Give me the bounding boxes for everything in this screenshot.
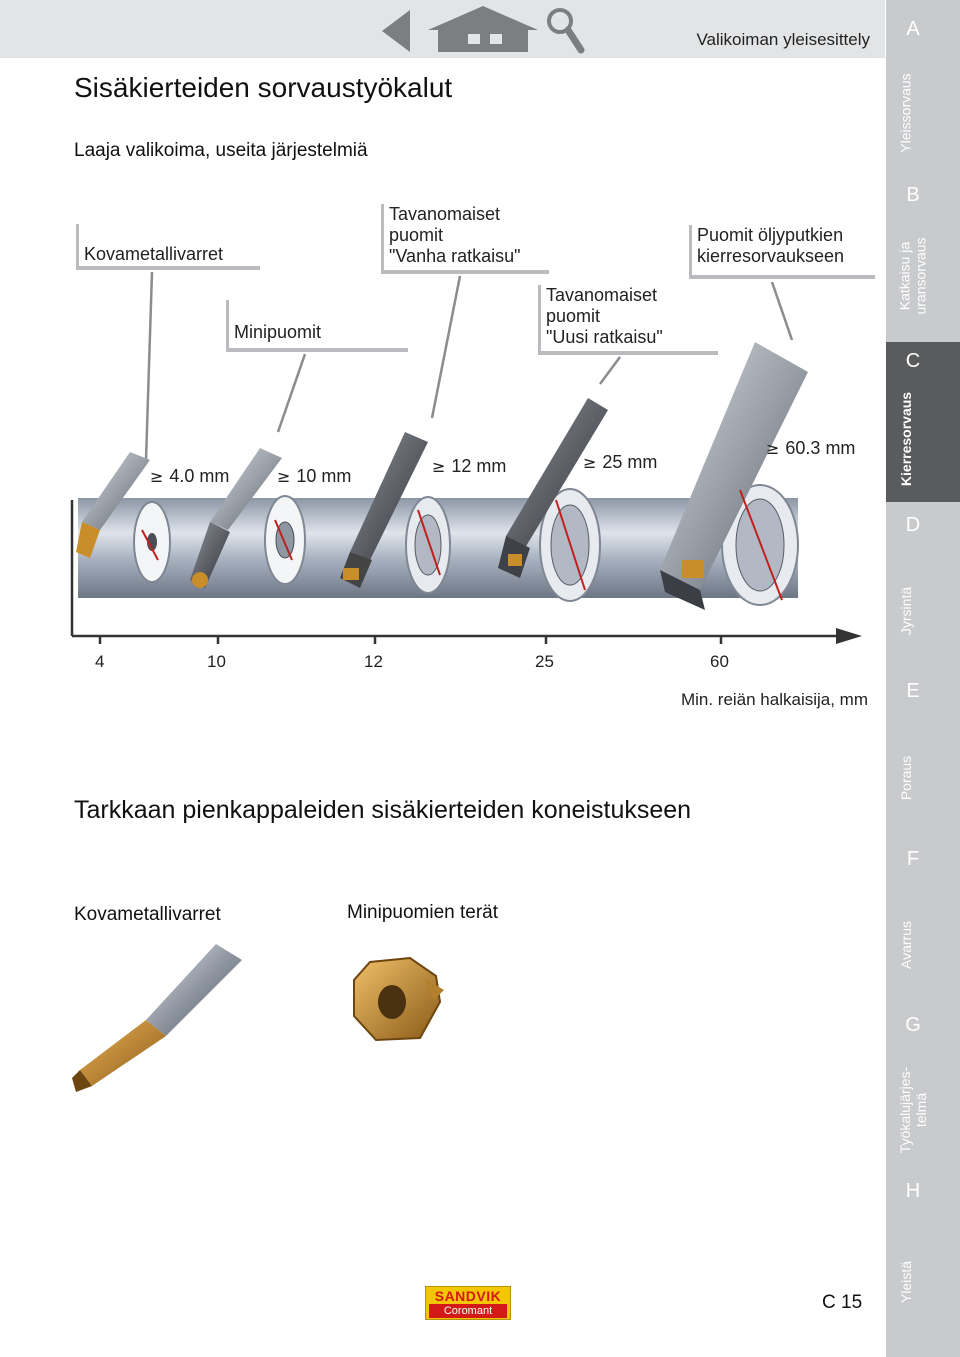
tool-range-illustration xyxy=(70,271,862,644)
axis-tick-label: 4 xyxy=(95,652,105,671)
dim-label-10mm: ≥10 mm xyxy=(277,466,352,486)
sidebar-item-yleissorvaus[interactable]: Yleissorvaus xyxy=(898,73,914,153)
sidebar-item-poraus[interactable]: Poraus xyxy=(898,755,915,801)
label-mini-inserts: Minipuomien terät xyxy=(347,902,499,923)
callout-mini-bars: Minipuomit xyxy=(226,300,408,352)
nav-icons xyxy=(380,4,590,56)
callout-carbide-bars: Kovametallivarret xyxy=(76,224,260,270)
dim-label-12mm: ≥12 mm xyxy=(432,456,507,476)
sidebar-item-tyokalujarjestelma[interactable]: Työkalujärjes-telmä xyxy=(897,1066,929,1154)
tool-new-bar xyxy=(498,398,608,578)
axis-tick-label: 10 xyxy=(207,652,226,671)
sidebar-item-kierresorvaus[interactable]: C Kierresorvaus xyxy=(886,342,960,502)
dim-label-60mm: ≥60.3 mm xyxy=(766,438,856,458)
page-number: C 15 xyxy=(822,1292,863,1313)
callout-old-solution: Tavanomaiset puomit "Vanha ratkaisu" xyxy=(381,204,549,274)
axis-caption: Min. reiän halkaisija, mm xyxy=(680,690,868,709)
tool-mini-bar xyxy=(190,448,282,588)
axis-arrowhead xyxy=(836,628,862,644)
product-carbide-bar-image xyxy=(72,944,242,1092)
tool-oil-tube-bar xyxy=(660,342,808,610)
tool-carbide-bar xyxy=(76,452,150,558)
sidebar-item-avarrus[interactable]: Avarrus xyxy=(898,921,915,969)
section2-title: Tarkkaan pienkappaleiden sisäkierteiden … xyxy=(74,796,692,824)
sidebar-letter-f: F xyxy=(906,848,920,870)
axis-tick-label: 12 xyxy=(364,652,383,671)
page-subtitle: Laaja valikoima, useita järjestelmiä xyxy=(74,140,368,161)
axis-tick-label: 60 xyxy=(710,652,729,671)
sidebar-letter-e: E xyxy=(906,680,920,702)
sidebar-item-yleista[interactable]: Yleistä xyxy=(898,1260,914,1304)
callout-oil-tube-bars: Puomit öljyputkien kierresorvaukseen xyxy=(689,225,875,279)
dim-label-4mm: ≥4.0 mm xyxy=(150,466,230,486)
sidebar-letter-b: B xyxy=(906,184,920,206)
sidebar-letter-c: C xyxy=(905,350,921,372)
sidebar-letter-d: D xyxy=(905,514,921,536)
page-title: Sisäkierteiden sorvaustyökalut xyxy=(74,72,453,103)
product-mini-insert-image xyxy=(353,956,444,1042)
axis-tick-label: 25 xyxy=(535,652,554,671)
dim-label-25mm: ≥25 mm xyxy=(583,452,658,472)
search-icon[interactable] xyxy=(545,6,585,54)
sidebar-letter-h: H xyxy=(905,1180,921,1202)
leader-lines xyxy=(144,271,794,461)
section-title: Valikoiman yleisesittely xyxy=(696,30,870,49)
sidebar-letter-g: G xyxy=(905,1014,921,1036)
back-arrow-icon[interactable] xyxy=(380,8,412,54)
tool-old-bar xyxy=(340,432,428,588)
diameter-axis xyxy=(70,500,840,644)
sidebar-letter-a: A xyxy=(906,18,920,40)
callout-new-solution: Tavanomaiset puomit "Uusi ratkaisu" xyxy=(538,285,718,355)
sandvik-coromant-logo: SANDVIK Coromant xyxy=(425,1286,511,1320)
home-icon[interactable] xyxy=(428,4,538,54)
sidebar-item-jyrsinta[interactable]: Jyrsintä xyxy=(898,586,915,636)
label-carbide-bars: Kovametallivarret xyxy=(74,904,221,925)
diameter-markers xyxy=(141,489,783,601)
